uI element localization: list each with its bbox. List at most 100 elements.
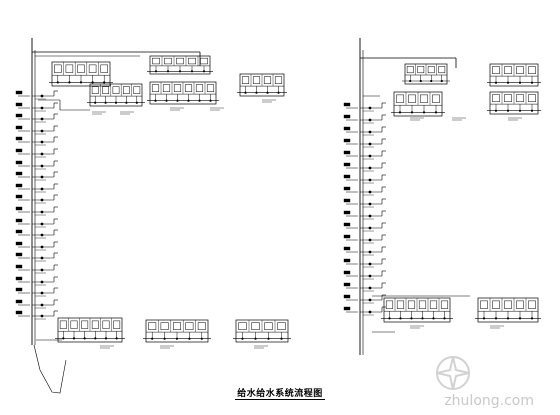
right-top-box-1 <box>402 63 450 85</box>
annotation-tick <box>508 117 522 121</box>
right-top-box-3 <box>391 91 445 117</box>
watermark-text: zhulong.com <box>444 393 534 409</box>
level-tag <box>15 310 23 315</box>
level-tag <box>15 229 23 234</box>
fixture-symbol <box>81 320 89 329</box>
fixture-symbol <box>251 322 260 330</box>
level-tag <box>343 198 351 203</box>
fixture-symbol <box>238 322 247 330</box>
fixture-symbol <box>152 57 160 65</box>
valve-icon <box>368 166 372 170</box>
level-tag <box>15 125 23 130</box>
valve-icon <box>40 291 44 295</box>
right-bottom-box-1 <box>381 297 453 323</box>
fixture-symbol <box>396 94 404 103</box>
level-tag <box>15 90 23 95</box>
left-floor-branch <box>15 136 58 146</box>
fixture-symbol <box>206 84 215 92</box>
valve-icon <box>368 238 372 242</box>
level-tag <box>343 306 351 311</box>
left-bottom-box-2 <box>143 319 211 343</box>
fixture-symbol <box>492 300 500 309</box>
annotation-tick <box>160 345 174 349</box>
level-tag <box>343 270 351 275</box>
level-tag <box>15 241 23 246</box>
valve-icon <box>40 175 44 179</box>
fixture-symbol <box>528 94 536 102</box>
fixture-symbol <box>418 300 427 309</box>
fixture-symbol <box>516 66 524 74</box>
fixture-symbol <box>504 300 512 309</box>
level-tag <box>15 160 23 165</box>
valve-icon <box>40 268 44 272</box>
fixture-symbol <box>396 300 405 309</box>
fixture-symbol <box>133 86 141 94</box>
right-riser-system <box>343 38 470 355</box>
fixture-symbol <box>151 84 160 92</box>
fixture-symbol <box>516 300 524 309</box>
annotation-tick <box>410 117 424 121</box>
left-floor-branch <box>15 194 58 204</box>
fixture-symbol <box>59 320 67 329</box>
annotation-tick <box>170 107 184 111</box>
fixture-symbol <box>241 76 250 84</box>
level-tag <box>15 113 23 118</box>
left-top-box-2 <box>147 55 213 75</box>
box-outline <box>51 61 111 87</box>
fixture-symbol <box>88 64 97 73</box>
valve-icon <box>368 154 372 158</box>
right-floor-branch <box>343 102 386 112</box>
valve-icon <box>368 286 372 290</box>
fixture-symbol <box>429 300 438 309</box>
left-floor-branch <box>15 125 58 135</box>
valve-icon <box>40 164 44 168</box>
fixture-symbol <box>173 322 181 330</box>
fixture-symbol <box>277 322 286 330</box>
annotation-tick <box>452 117 466 121</box>
level-tag <box>15 276 23 281</box>
left-floor-branch <box>15 171 58 181</box>
fixture-symbol <box>440 300 449 309</box>
level-tag <box>15 194 23 199</box>
left-floor-branch <box>15 148 58 158</box>
right-floor-branch <box>343 138 386 148</box>
level-tag <box>343 246 351 251</box>
fixture-symbol <box>504 94 512 102</box>
fixture-symbol <box>252 76 261 84</box>
right-floor-branch <box>343 270 386 280</box>
valve-icon <box>40 222 44 226</box>
level-tag <box>343 294 351 299</box>
right-floor-branch <box>343 222 386 232</box>
valve-icon <box>368 262 372 266</box>
level-tag <box>343 162 351 167</box>
level-tag <box>15 183 23 188</box>
valve-icon <box>368 178 372 182</box>
level-tag <box>343 258 351 263</box>
left-top-box-5 <box>147 81 219 105</box>
level-tag <box>15 264 23 269</box>
valve-icon <box>40 198 44 202</box>
right-floor-branch <box>343 186 386 196</box>
valve-icon <box>368 274 372 278</box>
left-bottom-discharge-pipe <box>33 344 67 394</box>
left-floor-branch <box>15 299 58 309</box>
level-tag <box>343 210 351 215</box>
right-floor-branch <box>343 282 386 292</box>
left-floor-branch <box>15 113 58 123</box>
box-outline <box>149 55 211 75</box>
left-floor-branch <box>15 183 58 193</box>
fixture-symbol <box>100 64 108 73</box>
fixture-symbol <box>91 320 99 329</box>
valve-icon <box>40 94 44 98</box>
fixture-symbol <box>420 94 428 103</box>
valve-icon <box>368 250 372 254</box>
fixture-symbol <box>480 300 488 309</box>
left-top-box-3 <box>237 73 287 97</box>
fixture-symbol <box>195 84 204 92</box>
annotation-tick <box>120 111 134 115</box>
fixture-symbol <box>148 322 157 330</box>
level-tag <box>343 126 351 131</box>
diagram-title: 给水给水系统流程图 <box>0 386 560 400</box>
fixture-symbol <box>492 94 500 102</box>
left-top-box-1 <box>49 61 113 87</box>
